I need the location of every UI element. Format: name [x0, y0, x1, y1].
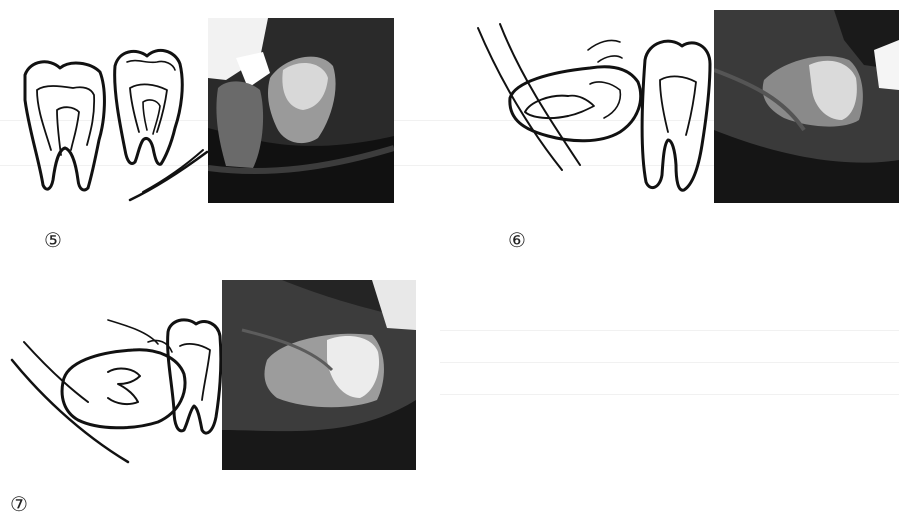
horizontal-impacted-molar-drawing: [8, 312, 223, 467]
background-rule: [440, 362, 899, 363]
vertical-impacted-molar-drawing: [15, 40, 210, 205]
figure-label: ⑥: [508, 228, 526, 252]
vertical-molar-radiograph: [208, 18, 394, 203]
figure-label: ⑦: [10, 492, 28, 516]
figure-label: ⑤: [44, 228, 62, 252]
distoangular-impacted-molar-drawing: [470, 20, 715, 200]
distoangular-molar-radiograph: [714, 10, 899, 203]
background-rule: [440, 394, 899, 395]
horizontal-molar-radiograph: [222, 280, 416, 470]
background-rule: [440, 330, 899, 331]
